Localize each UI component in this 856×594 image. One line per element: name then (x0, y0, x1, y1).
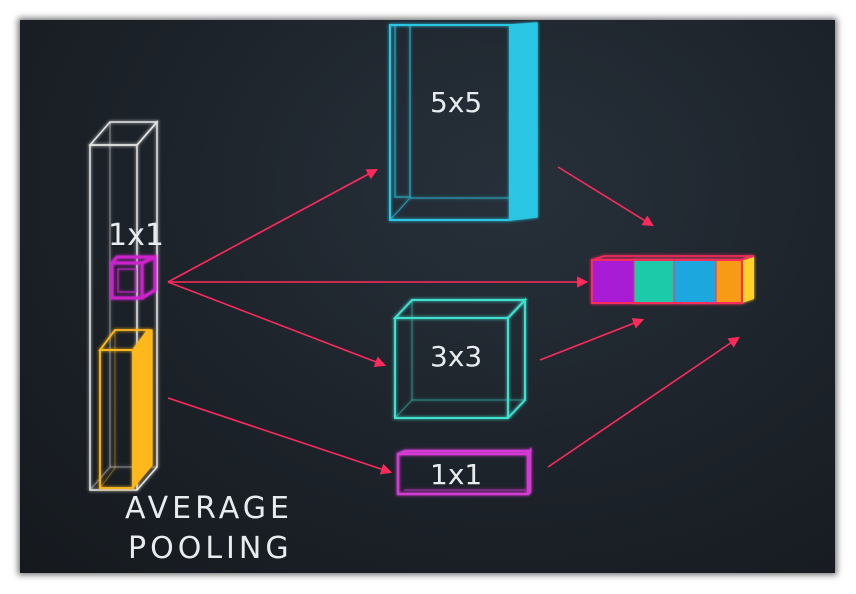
conv-3x3-block (392, 297, 528, 419)
arrow-3x3-to-output (539, 318, 645, 361)
inception-module-diagram: 1x1 AVERAGE POOLING 5x5 (88, 22, 755, 566)
conv-5x5-label: 5x5 (430, 86, 482, 119)
conv-1x1-block (396, 446, 533, 496)
conv-3x3-label: 3x3 (430, 340, 482, 373)
diagram-frame: 1x1 AVERAGE POOLING 5x5 (20, 20, 835, 573)
pooling-label-line1: AVERAGE (125, 491, 293, 526)
arrow-5x5-to-output (557, 166, 654, 227)
output-vector (591, 255, 755, 304)
arrow-to-5x5 (167, 168, 378, 283)
pooling-label-line2: POOLING (128, 531, 293, 566)
arrows (167, 166, 740, 475)
input-volume (88, 119, 159, 491)
conv-1x1-label: 1x1 (430, 458, 482, 491)
inner-1x1-label: 1x1 (108, 218, 164, 253)
arrow-1x1-to-output (547, 336, 740, 468)
pooling-volume (98, 329, 153, 490)
conv-5x5-block (389, 22, 538, 221)
arrow-pool-to-1x1 (167, 397, 393, 475)
inner-1x1-cube (110, 254, 157, 300)
arrow-to-3x3 (167, 281, 387, 368)
